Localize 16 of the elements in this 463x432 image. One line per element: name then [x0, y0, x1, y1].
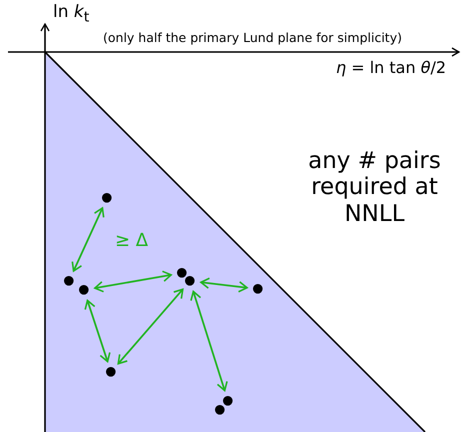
- point: [253, 284, 263, 294]
- double-arrow: [84, 300, 111, 362]
- point-pair: [64, 276, 89, 295]
- double-arrow: [200, 277, 248, 293]
- point-pair: [177, 268, 195, 286]
- point-pair: [215, 396, 233, 415]
- double-arrow: [94, 270, 172, 292]
- axis-label: ln k$_{t}$: [53, 2, 90, 26]
- point: [106, 367, 116, 377]
- note-text: (only half the primary Lund plane for simplicity): [103, 30, 402, 45]
- annotation-text: any # pairs required at NNLL: [307, 148, 442, 228]
- point: [102, 193, 112, 203]
- axis-label: η = ln tan θ/2: [336, 58, 446, 77]
- double-arrow: [72, 207, 104, 272]
- double-arrow: [117, 288, 184, 364]
- double-arrow: [190, 290, 228, 392]
